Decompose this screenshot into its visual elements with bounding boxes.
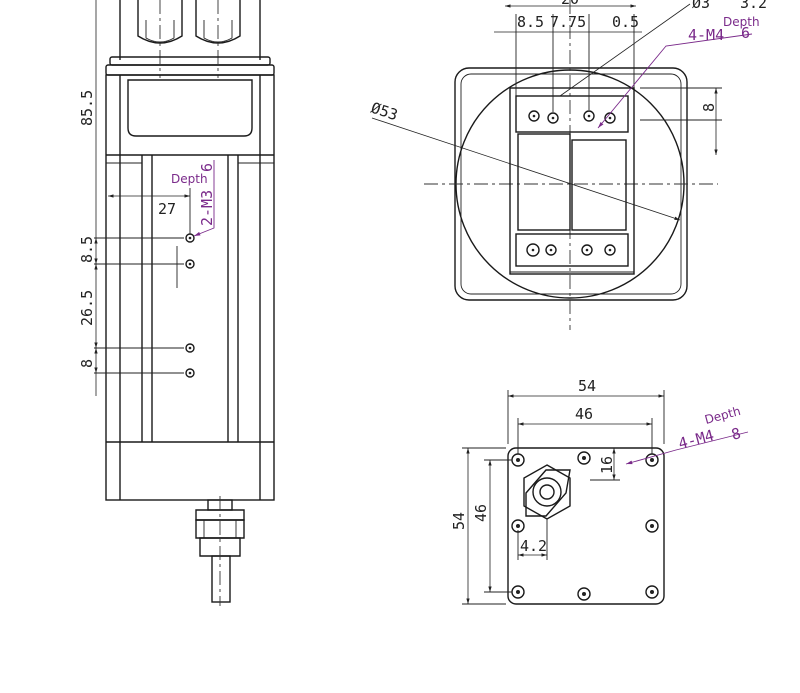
hole-depth: 3.2 (740, 0, 767, 12)
dim-4-2: 4.2 (520, 537, 547, 555)
side-view: 85.5 8.5 26.5 8 27 Depth 2-M3 6 (78, 0, 275, 606)
dim-flange-height-54: 54 (450, 512, 468, 530)
flange-view: 54 46 54 46 16 4.2 Depth 4-M4 8 (450, 377, 749, 605)
dim-8-5-side: 8.5 (78, 236, 96, 263)
flange-depth-label: Depth (703, 404, 742, 427)
side-dimensions: 85.5 8.5 26.5 8 27 Depth 2-M3 6 (78, 0, 216, 396)
top-thread-spec: 4-M4 (688, 26, 724, 44)
dim-7-75: 7.75 (550, 13, 586, 31)
flange-holes (511, 451, 659, 601)
dim-0-5: 0.5 (612, 13, 639, 31)
dim-diameter-53: Ø53 (369, 99, 400, 124)
dim-27: 27 (158, 200, 176, 218)
flange-thread-depth: 8 (729, 424, 742, 444)
motor-top-cap (105, 0, 275, 78)
dim-top-value: 20 (561, 0, 579, 8)
hole-spec: Ø3 (692, 0, 710, 12)
dim-85-5: 85.5 (78, 90, 96, 126)
motor-body (105, 74, 275, 501)
top-thread-depth: 6 (741, 24, 750, 42)
dim-8-5-top: 8.5 (517, 13, 544, 31)
dim-flange-width-46: 46 (575, 405, 593, 423)
dim-flange-height-46: 46 (472, 504, 490, 522)
top-view: 20 8.5 7.75 0.5 Ø3 3.2 8 Depth 4-M4 6 Ø5… (369, 0, 767, 330)
cable-gland (195, 496, 245, 606)
side-mounting-holes (94, 233, 195, 378)
side-depth-label: Depth (171, 172, 208, 186)
top-depth-label: Depth (723, 15, 760, 29)
dim-8-top: 8 (700, 103, 718, 112)
dim-26-5: 26.5 (78, 290, 96, 326)
flange-dimensions: 54 46 54 46 16 4.2 Depth 4-M4 8 (450, 377, 749, 605)
dim-flange-width-54: 54 (578, 377, 596, 395)
dim-16: 16 (598, 456, 616, 474)
dim-8-side: 8 (78, 359, 96, 368)
terminal-block (509, 87, 635, 275)
side-thread-depth: 6 (198, 163, 216, 172)
flange-plate (507, 447, 665, 605)
flange-thread-spec: 4-M4 (676, 426, 716, 453)
side-thread-spec: 2-M3 (198, 190, 216, 226)
flange-fitting (523, 464, 571, 520)
top-dimensions: 20 8.5 7.75 0.5 Ø3 3.2 8 Depth 4-M4 6 Ø5… (369, 0, 767, 221)
